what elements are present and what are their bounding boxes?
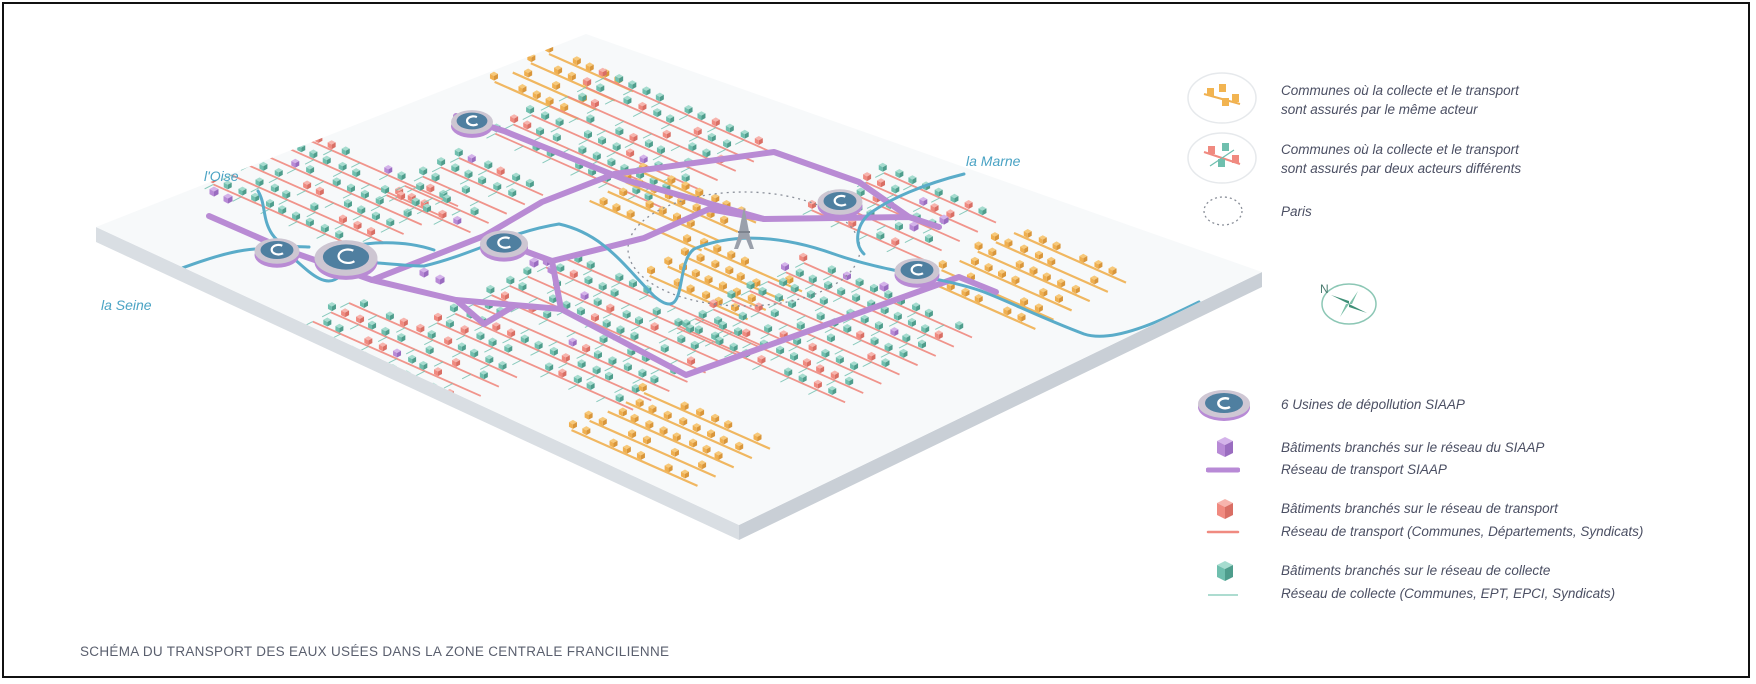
legend-plants: 6 Usines de dépollution SIAAP: [1281, 397, 1465, 412]
same-actor-commune-icon: [1187, 72, 1257, 124]
eiffel-tower-icon: [734, 207, 754, 249]
legend-siaap-buildings: Bâtiments branchés sur le réseau du SIAA…: [1281, 440, 1545, 455]
siaap-network-line-icon: [1206, 467, 1240, 473]
siaap-building: [209, 186, 219, 197]
plant: [480, 230, 528, 262]
transport-network-line-icon: [1206, 530, 1240, 534]
siaap-building-icon: [1217, 437, 1233, 457]
commune-zone: [568, 382, 771, 487]
platform-side-right: [739, 272, 1262, 540]
legend-paris: Paris: [1281, 204, 1312, 219]
legend-two-actors: Communes où la collecte et le transport …: [1281, 142, 1522, 176]
legend-siaap-network: Réseau de transport SIAAP: [1281, 462, 1447, 477]
paris-circle-icon: [1203, 196, 1243, 226]
two-actors-commune-icon: [1187, 132, 1257, 184]
commune-zone: [647, 237, 803, 321]
siaap-building: [939, 214, 949, 225]
transport-building-icon: [1217, 499, 1233, 519]
siaap-building: [909, 221, 919, 232]
legend-same-actor: Communes où la collecte et le transport …: [1281, 83, 1519, 117]
commune-zone: [377, 147, 544, 234]
siaap-building: [223, 193, 233, 204]
legend-collecte-network: Réseau de collecte (Communes, EPT, EPCI,…: [1281, 586, 1616, 601]
siaap-building: [879, 281, 889, 292]
legend-collecte-buildings: Bâtiments branchés sur le réseau de coll…: [1281, 563, 1551, 578]
commune-zone: [668, 252, 973, 404]
collecte-network-line-icon: [1208, 594, 1238, 596]
isometric-map: [96, 34, 1262, 540]
siaap-network: [206, 113, 999, 378]
collecte-building-icon: [1217, 561, 1233, 581]
label-marne: la Marne: [966, 153, 1021, 169]
siaap-building: [435, 274, 445, 285]
legend-transport-buildings: Bâtiments branchés sur le réseau de tran…: [1281, 501, 1558, 516]
plant: [894, 258, 940, 288]
compass-icon: [1321, 283, 1377, 325]
commune-zone: [920, 229, 1127, 331]
plants: [254, 110, 940, 288]
plant: [451, 110, 493, 138]
river-marne: [856, 172, 966, 256]
river-seine: [164, 222, 1201, 338]
commune-zone: [589, 162, 757, 252]
siaap-building: [529, 257, 539, 268]
label-seine: la Seine: [101, 297, 152, 313]
legend-transport-network: Réseau de transport (Communes, Départeme…: [1281, 524, 1644, 539]
diagram-caption: SCHÉMA DU TRANSPORT DES EAUX USÉES DANS …: [80, 644, 670, 659]
label-oise: l'Oise: [204, 168, 239, 184]
plant: [314, 240, 378, 280]
plant-icon: [1198, 390, 1250, 421]
plant: [254, 238, 300, 268]
platform-side-left: [96, 227, 739, 540]
compass-label: N: [1320, 282, 1329, 296]
siaap-building: [419, 267, 429, 278]
plant: [817, 189, 863, 219]
